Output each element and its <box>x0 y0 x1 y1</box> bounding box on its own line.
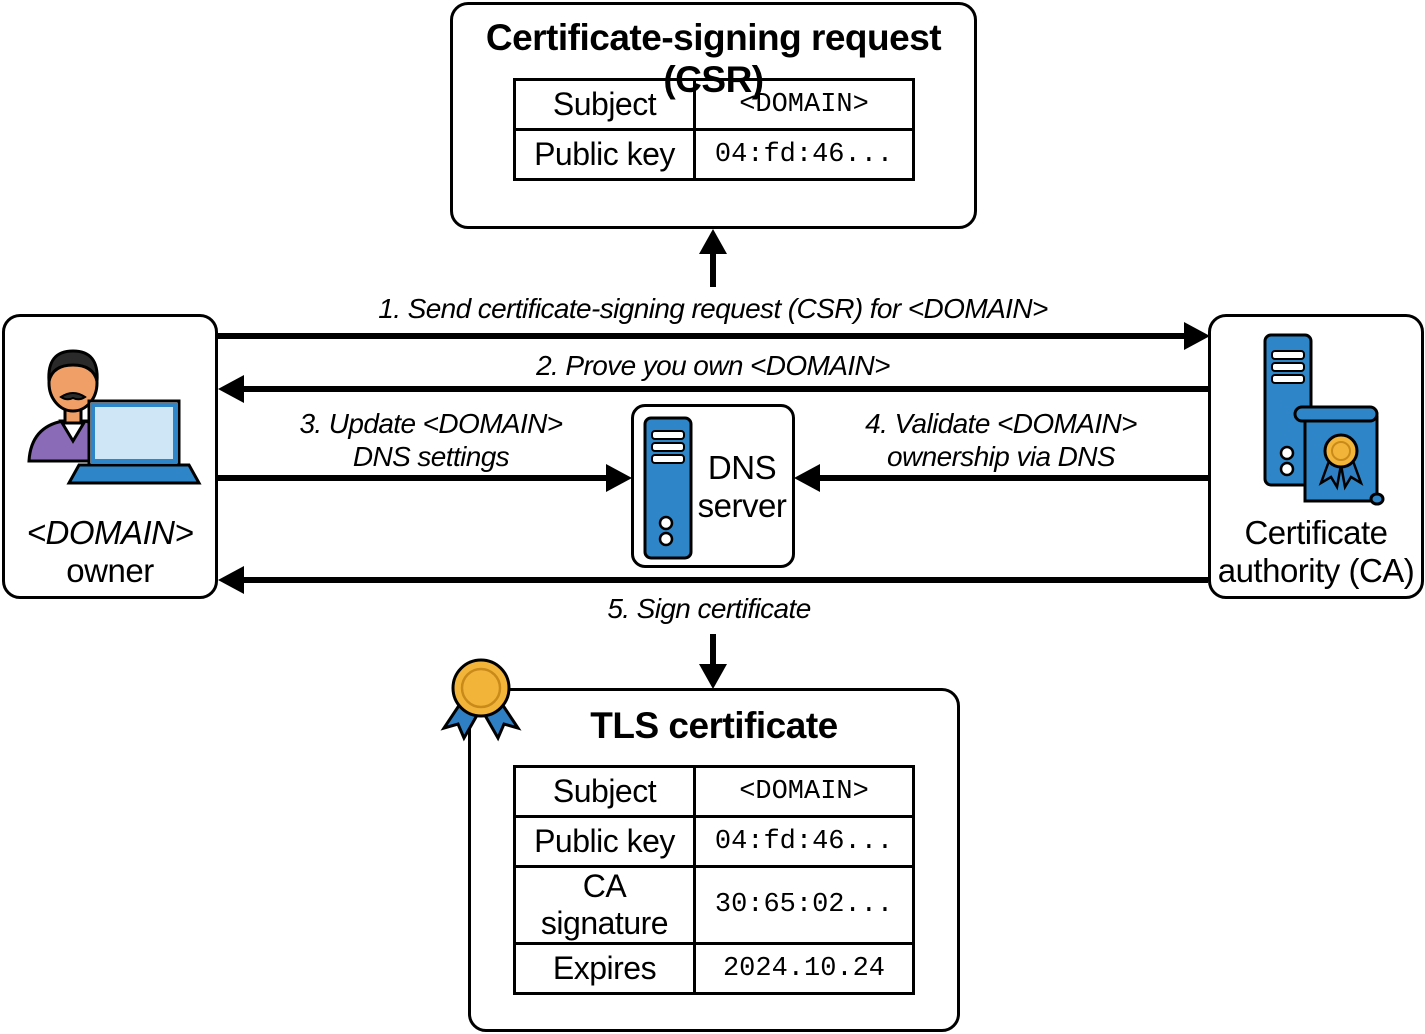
step2-label: 2. Prove you own <DOMAIN> <box>536 350 890 381</box>
dns-node: DNS server <box>631 404 795 568</box>
server-icon <box>643 416 693 560</box>
ca-label-line2: authority (CA) <box>1217 552 1415 589</box>
owner-node: <DOMAIN> owner <box>2 314 218 599</box>
step4-label-line2: ownership via DNS <box>887 441 1116 472</box>
csr-publickey-key: Public key <box>513 128 696 181</box>
arrowhead-step5 <box>218 566 244 594</box>
tls-subject-key: Subject <box>513 765 696 818</box>
table-row: Public key 04:fd:46... <box>513 128 915 181</box>
step3-label-line1: 3. Update <DOMAIN> <box>299 408 563 439</box>
tls-publickey-key: Public key <box>513 815 696 868</box>
ca-node: Certificate authority (CA) <box>1208 314 1424 599</box>
table-row: Public key 04:fd:46... <box>513 815 915 868</box>
person-laptop-icon <box>27 349 202 485</box>
arrowhead-step4 <box>794 464 820 492</box>
tls-casignature-value: 30:65:02... <box>693 865 915 945</box>
tls-subject-value: <DOMAIN> <box>693 765 915 818</box>
csr-box: Certificate-signing request (CSR) Subjec… <box>450 2 977 229</box>
tls-publickey-value: 04:fd:46... <box>693 815 915 868</box>
csr-table: Subject <DOMAIN> Public key 04:fd:46... <box>513 78 915 181</box>
step1-label: 1. Send certificate-signing request (CSR… <box>378 293 1048 324</box>
tls-title: TLS certificate <box>590 705 838 746</box>
tls-table: Subject <DOMAIN> Public key 04:fd:46... … <box>513 765 915 995</box>
table-row: Expires 2024.10.24 <box>513 942 915 995</box>
tls-expires-value: 2024.10.24 <box>693 942 915 995</box>
arrowhead-step3 <box>606 464 632 492</box>
arrowhead-step2 <box>218 375 244 403</box>
dns-label-line1: DNS <box>707 449 777 486</box>
step4-label-line1: 4. Validate <DOMAIN> <box>865 408 1137 439</box>
tls-expires-key: Expires <box>513 942 696 995</box>
arrowhead-tls <box>699 664 727 689</box>
tls-box: TLS certificate Subject <DOMAIN> Public … <box>468 688 960 1032</box>
table-row: CA signature 30:65:02... <box>513 865 915 945</box>
table-row: Subject <DOMAIN> <box>513 765 915 818</box>
csr-subject-value: <DOMAIN> <box>693 78 915 131</box>
csr-subject-key: Subject <box>513 78 696 131</box>
csr-publickey-value: 04:fd:46... <box>693 128 915 181</box>
owner-label-line1: <DOMAIN> <box>26 514 194 551</box>
step3-label-line2: DNS settings <box>352 441 510 472</box>
server-certificate-icon <box>1263 333 1385 506</box>
arrowhead-csr <box>699 229 727 254</box>
dns-label-line2: server <box>697 487 787 524</box>
step5-label: 5. Sign certificate <box>607 593 811 624</box>
medal-icon <box>440 658 522 742</box>
tls-casignature-key: CA signature <box>513 865 696 945</box>
arrowhead-step1 <box>1184 322 1210 350</box>
ca-label-line1: Certificate <box>1244 514 1388 551</box>
owner-label-line2: owner <box>66 552 154 589</box>
table-row: Subject <DOMAIN> <box>513 78 915 131</box>
